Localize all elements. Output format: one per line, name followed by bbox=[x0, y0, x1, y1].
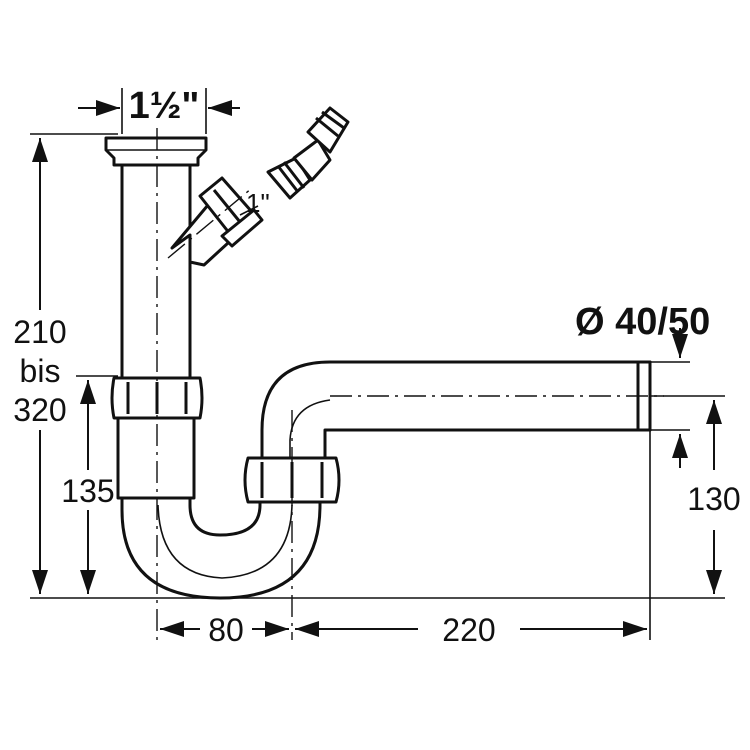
height-range-label-max: 320 bbox=[13, 392, 66, 428]
inlet-flange bbox=[104, 136, 208, 167]
inlet-size-label: 1½" bbox=[129, 85, 200, 127]
width-80-label: 80 bbox=[208, 612, 244, 648]
dimension-labels: 1½" 1" 210 bis 320 135 Ø 40/50 130 80 22… bbox=[13, 85, 740, 648]
center-line-side bbox=[167, 187, 253, 259]
outlet-diameter-label: Ø 40/50 bbox=[575, 301, 710, 343]
height-range-label-min: 210 bbox=[13, 314, 66, 350]
u-bend bbox=[120, 493, 322, 600]
height-135-label: 135 bbox=[61, 473, 114, 509]
side-nut-ring bbox=[220, 208, 264, 248]
side-inlet-size-label: 1" bbox=[246, 188, 270, 218]
hose-connector bbox=[266, 106, 350, 200]
lower-vertical-tube bbox=[116, 413, 196, 500]
dimension-lines bbox=[30, 88, 725, 640]
outlet-pipe bbox=[260, 360, 652, 472]
vertical-tube bbox=[120, 158, 192, 380]
outlet-height-label: 130 bbox=[687, 481, 740, 517]
width-220-label: 220 bbox=[442, 612, 495, 648]
trap-assembly bbox=[104, 106, 664, 640]
height-range-label-bis: bis bbox=[20, 353, 61, 389]
